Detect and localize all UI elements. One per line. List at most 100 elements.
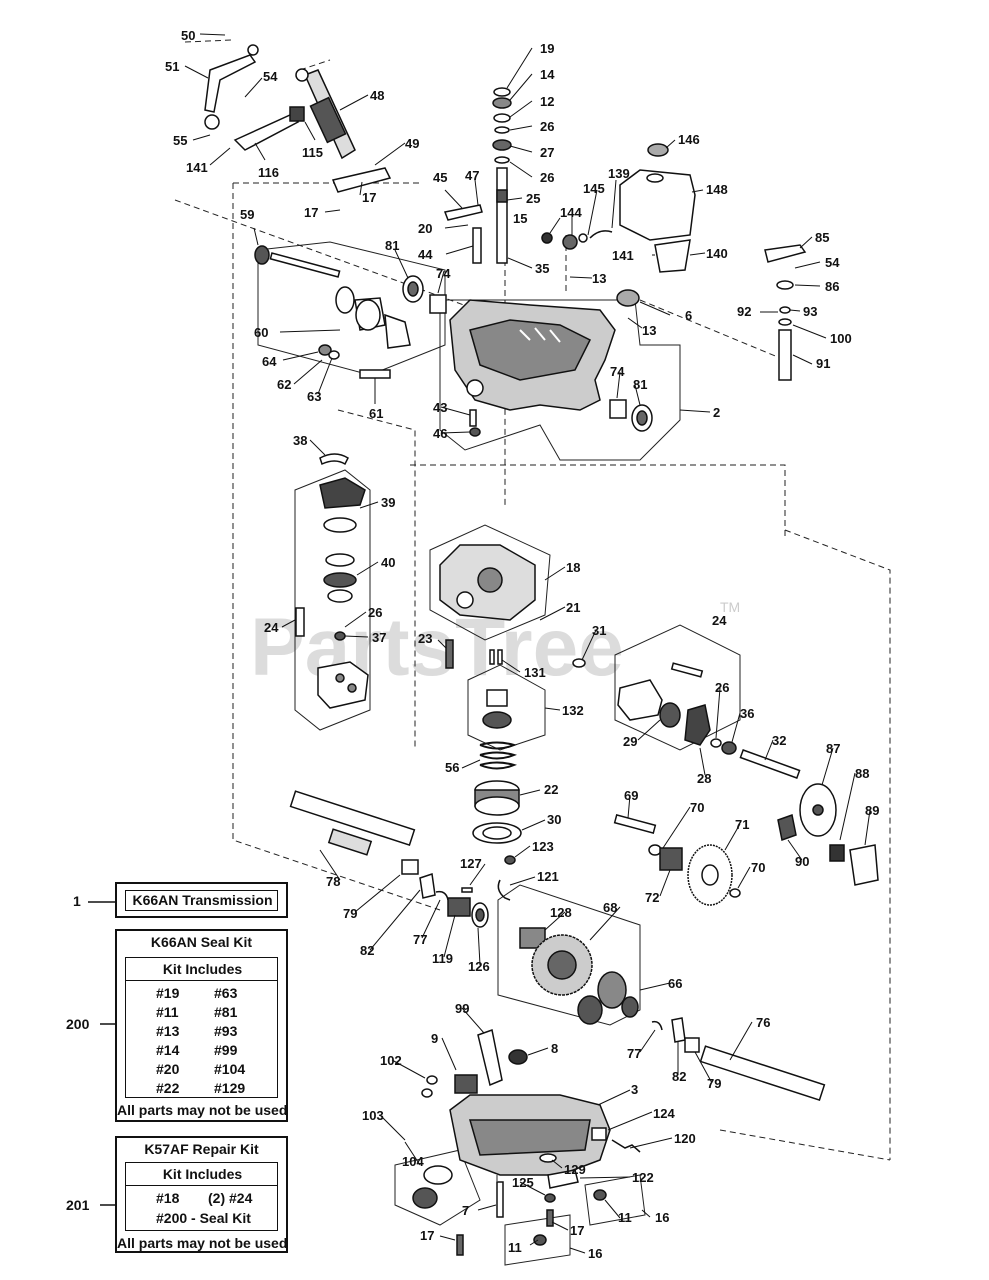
callout: 15 [513,211,527,226]
callout: 82 [360,943,374,958]
repair-kit-item: #18 [156,1190,180,1206]
callout: 7 [462,1203,469,1218]
callout: 148 [706,182,728,197]
callout: 122 [632,1170,654,1185]
seal-kit-item: #104 [214,1061,246,1077]
callout: 17 [570,1223,584,1238]
callout: 76 [756,1015,770,1030]
callout: 120 [674,1131,696,1146]
callout: 31 [592,623,606,638]
callout: 70 [690,800,704,815]
lever-arm-51 [204,54,257,113]
callout: 66 [668,976,682,991]
callout: 77 [413,932,427,947]
callout: 88 [855,766,869,781]
callout: 102 [380,1053,402,1068]
transmission-label-box: K66AN Transmission [125,890,278,911]
callout: 140 [706,246,728,261]
seal-kit-includes-label: Kit Includes [162,961,243,977]
part-drawings [204,44,879,1256]
callout: 30 [547,812,561,827]
callout: 26 [368,605,382,620]
callout: 63 [307,389,321,404]
callout: 51 [165,59,179,74]
callout: 49 [405,136,419,151]
callout: 93 [803,304,817,319]
callout: 127 [460,856,482,871]
callout: 6 [685,308,692,323]
callout: 87 [826,741,840,756]
repair-kit-box: K57AF Repair Kit Kit Includes #18 (2) #2… [115,1136,288,1253]
callout: 8 [551,1041,558,1056]
callout: 26 [540,170,554,185]
repair-kit-item: (2) #24 [208,1190,253,1206]
callout: 2 [713,405,720,420]
callout: 131 [524,665,546,680]
callout: 70 [751,860,765,875]
callout: 60 [254,325,268,340]
callout: 82 [672,1069,686,1084]
callout: 46 [433,426,447,441]
watermark: PartsTree [250,602,624,693]
callout: 25 [526,191,540,206]
callout: 89 [865,803,879,818]
callout: 123 [532,839,554,854]
transmission-box: K66AN Transmission [115,882,288,918]
callout: 146 [678,132,700,147]
seal-kit-title: K66AN Seal Kit [150,934,253,950]
callout: 99 [455,1001,469,1016]
callout: 141 [612,248,634,263]
callout: 139 [608,166,630,181]
seal-kit-item: #22 [156,1080,180,1096]
callout: 81 [633,377,647,392]
callout: 32 [772,733,786,748]
callout: 62 [277,377,291,392]
callout: 18 [566,560,580,575]
callout: 40 [381,555,395,570]
callout: 119 [432,951,453,966]
callout: 9 [431,1031,438,1046]
callout: 92 [737,304,751,319]
callout: 54 [263,69,278,84]
callout: 54 [825,255,840,270]
callout: 104 [402,1154,424,1169]
callout: 24 [712,613,727,628]
callout: 129 [564,1162,586,1177]
callout: 126 [468,959,490,974]
repair-kit-includes-label: Kit Includes [162,1166,243,1182]
callout: 16 [588,1246,602,1261]
callout: 85 [815,230,829,245]
callout: 13 [642,323,656,338]
callout: 26 [540,119,554,134]
callout: 72 [645,890,659,905]
callout: 29 [623,734,637,749]
callout: 22 [544,782,558,797]
callout: 16 [655,1210,669,1225]
seal-kit-item: #129 [214,1080,246,1096]
callout: 128 [550,905,572,920]
callout: 115 [302,145,323,160]
callout: 90 [795,854,809,869]
callout: 132 [562,703,584,718]
callout: 35 [535,261,549,276]
callout: 71 [735,817,749,832]
leader-lines [184,33,871,1254]
seal-kit-includes-header: Kit Includes [125,957,278,981]
callout: 48 [370,88,384,103]
callout: 74 [610,364,625,379]
seal-kit-item: #81 [214,1004,238,1020]
callout: 39 [381,495,395,510]
seal-kit-list: #19 #63 #11 #81 #13 #93 #14 #99 #20 #104… [125,980,278,1098]
callout: 55 [173,133,187,148]
callout: 78 [326,874,340,889]
seal-kit-footer: All parts may not be used [117,1102,288,1118]
transmission-label: K66AN Transmission [132,892,273,908]
callout: 77 [627,1046,641,1061]
callout: 124 [653,1106,675,1121]
callout: 121 [537,869,559,884]
callout: 28 [697,771,711,786]
callout: 100 [830,331,852,346]
callout: 24 [264,620,279,635]
seal-kit-item: #13 [156,1023,180,1039]
callout-labels: 50 51 54 55 141 116 115 48 49 17 17 19 1… [165,28,879,1261]
